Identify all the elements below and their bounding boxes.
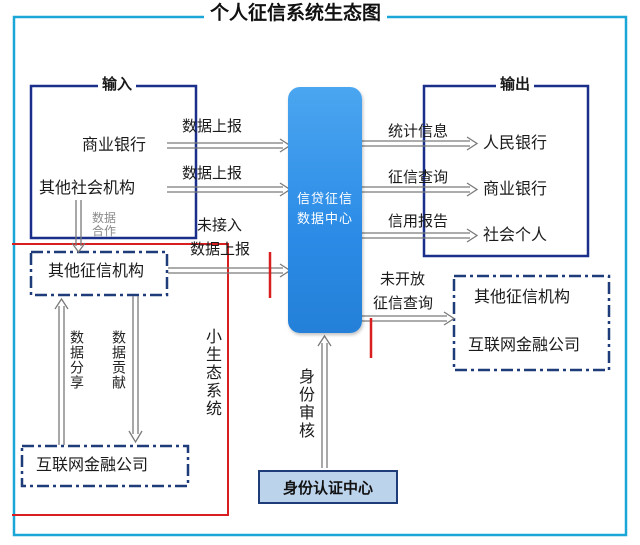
- label-data-contribute: 数据贡献: [110, 330, 126, 390]
- arrow-bank-report: [167, 142, 283, 149]
- arrow-cooperation: [75, 200, 82, 246]
- label-report-1: 数据上报: [182, 117, 243, 135]
- arrow-report: [362, 232, 470, 239]
- arrow-unopened: [362, 315, 447, 322]
- target-pboc: 人民银行: [483, 133, 548, 152]
- identity-center-label: 身份认证中心: [282, 478, 373, 497]
- label-unopened-2: 征信查询: [373, 294, 434, 312]
- arrow-stats: [362, 140, 470, 147]
- internet-finance-left-box: [20, 444, 190, 488]
- arrow-share: [58, 306, 65, 445]
- label-data-share: 数据分享: [68, 330, 84, 390]
- identity-center-node: 身份认证中心: [258, 470, 398, 504]
- label-cooperation: 数据合作: [92, 211, 124, 239]
- unopened-box: [452, 274, 611, 372]
- flow-stats: 统计信息: [388, 122, 449, 140]
- source-social-institutions: 其他社会机构: [39, 178, 136, 197]
- other-agencies-box: [29, 250, 169, 297]
- arrow-agencies-report: [168, 267, 283, 274]
- label-unopened-1: 未开放: [380, 270, 426, 288]
- arrow-society-report: [167, 186, 283, 193]
- arrow-identity: [321, 343, 328, 468]
- label-report-2: 数据上报: [182, 164, 243, 182]
- label-unconnected-1: 未接入: [197, 216, 243, 234]
- flow-query: 征信查询: [388, 168, 449, 186]
- arrow-contribute: [132, 296, 139, 434]
- node-unopened-internet-finance: 互联网金融公司: [468, 335, 581, 354]
- label-identity-check: 身份审核: [296, 368, 315, 440]
- target-individuals: 社会个人: [483, 225, 548, 244]
- label-unconnected-2: 数据上报: [190, 240, 251, 258]
- output-header: 输出: [496, 77, 535, 92]
- ecosystem-boundary: [12, 243, 229, 516]
- label-small-ecosystem: 小生态系统: [203, 328, 222, 418]
- credit-data-center-label: 信贷征信数据中心: [296, 192, 353, 227]
- node-other-agencies: 其他征信机构: [48, 261, 145, 280]
- label-cooperation-text: 数据合作: [92, 211, 117, 239]
- diagram-title: 个人征信系统生态图: [204, 4, 388, 23]
- target-commercial-bank: 商业银行: [483, 179, 548, 198]
- input-header: 输入: [98, 77, 137, 92]
- source-commercial-bank: 商业银行: [82, 135, 147, 154]
- flow-report: 信用报告: [388, 212, 449, 230]
- node-unopened-agencies: 其他征信机构: [474, 287, 571, 306]
- arrow-query: [362, 186, 470, 193]
- node-internet-finance-left: 互联网金融公司: [36, 455, 149, 474]
- credit-data-center-node: 信贷征信数据中心: [288, 87, 362, 333]
